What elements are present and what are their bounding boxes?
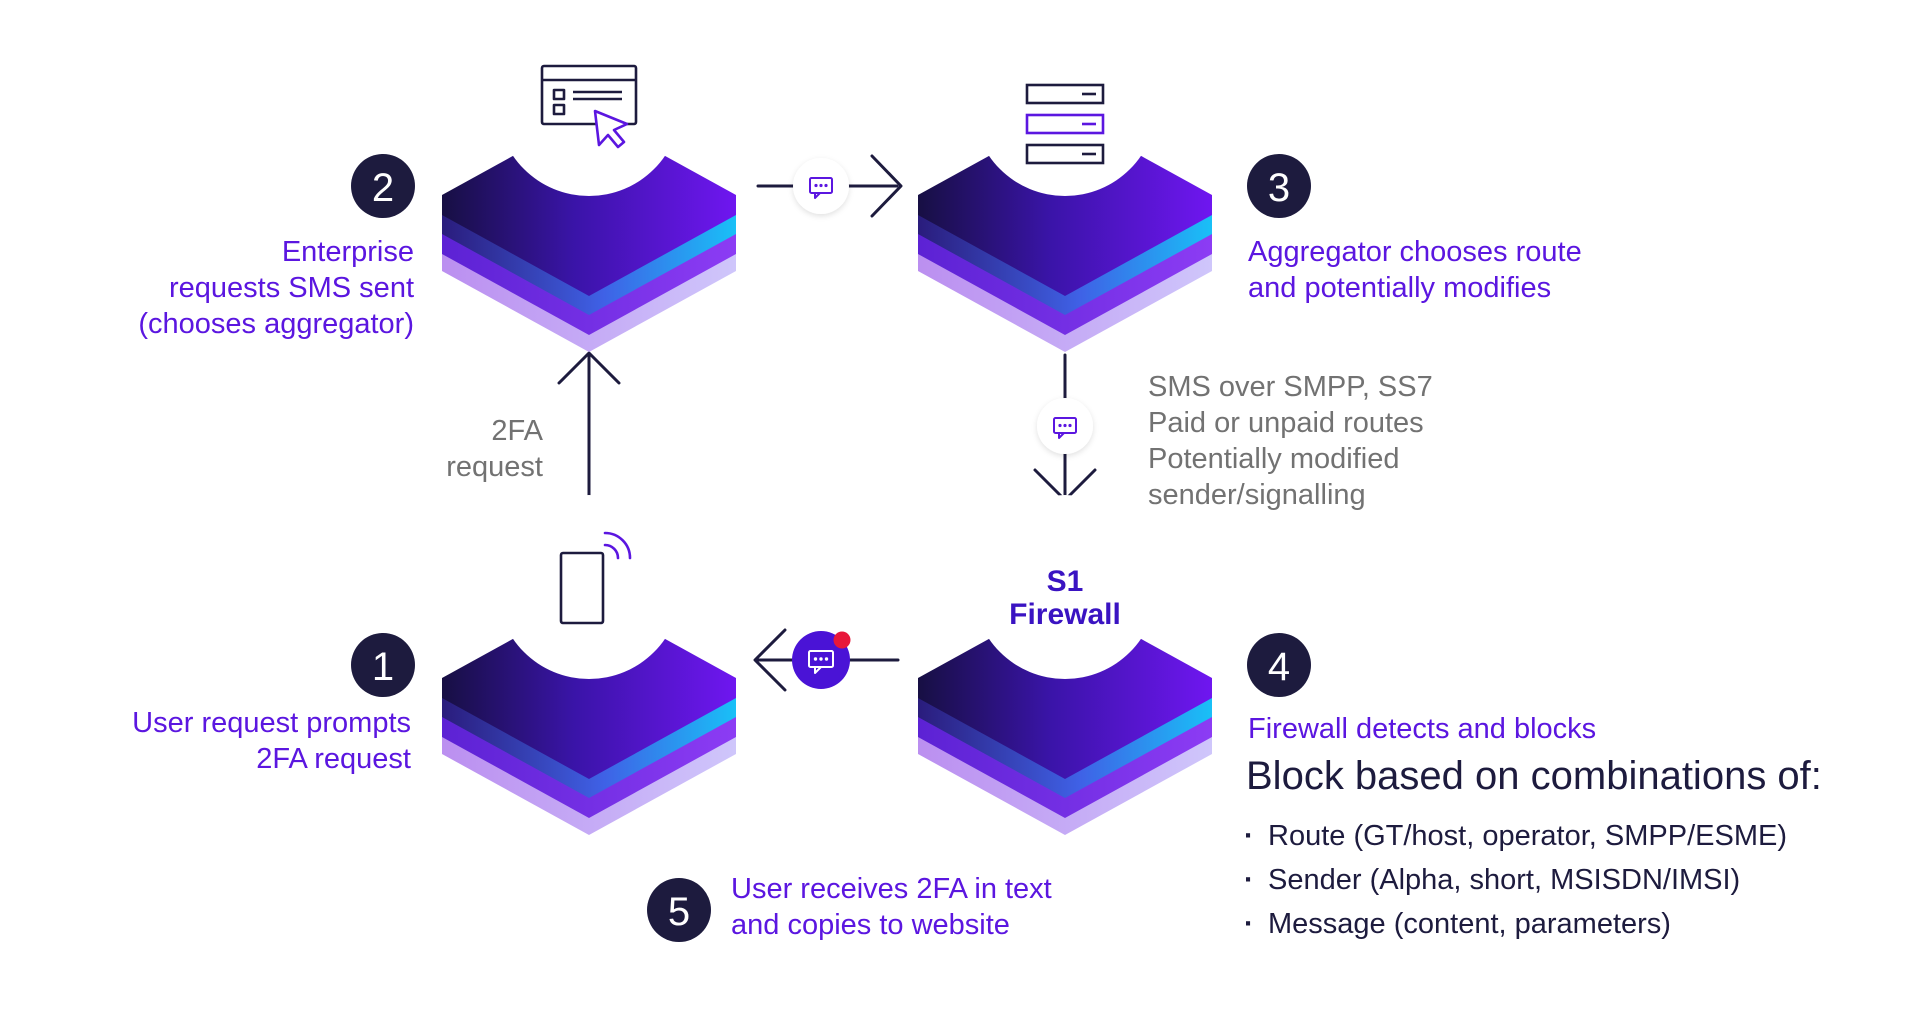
blocked-message-bubble-icon xyxy=(792,631,851,689)
step-number-3: 3 xyxy=(1247,154,1311,218)
svg-text:1: 1 xyxy=(372,645,394,689)
sms-route-annotation: SMS over SMPP, SS7 Paid or unpaid routes… xyxy=(1148,370,1433,514)
message-bubble-icon xyxy=(793,158,849,214)
caption-line: Enterprise xyxy=(281,236,414,268)
step-2-caption: Enterprise requests SMS sent (chooses ag… xyxy=(138,235,414,343)
server-stack-icon xyxy=(1025,83,1105,165)
caption-line: Aggregator chooses route xyxy=(1248,236,1582,268)
browser-window-cursor-icon xyxy=(540,64,638,149)
caption-line: Firewall detects and blocks xyxy=(1248,713,1597,745)
block-heading: Block based on combinations of: xyxy=(1246,754,1822,798)
annotation-line: Paid or unpaid routes xyxy=(1148,406,1424,439)
annotation-line: request xyxy=(446,450,543,483)
block-criteria-list: Route (GT/host, operator, SMPP/ESME) Sen… xyxy=(1244,814,1787,946)
caption-line: User receives 2FA in text xyxy=(731,873,1052,905)
step-1-caption: User request prompts 2FA request xyxy=(132,706,411,778)
request-annotation: 2FA request xyxy=(446,414,543,486)
svg-text:4: 4 xyxy=(1268,645,1290,689)
svg-text:5: 5 xyxy=(668,890,690,934)
mobile-phone-signal-icon xyxy=(559,531,632,625)
caption-line: User request prompts xyxy=(132,707,411,739)
arrow-1-to-2 xyxy=(557,351,621,499)
firewall-label-line1: S1 xyxy=(1047,565,1084,598)
annotation-line: Potentially modified xyxy=(1148,442,1400,475)
svg-text:3: 3 xyxy=(1268,166,1290,210)
annotation-line: sender/signalling xyxy=(1148,478,1366,511)
block-criteria-item: Sender (Alpha, short, MSISDN/IMSI) xyxy=(1244,858,1787,902)
annotation-line: SMS over SMPP, SS7 xyxy=(1148,371,1433,403)
node-enterprise xyxy=(442,12,736,352)
svg-text:2: 2 xyxy=(372,166,394,210)
step-4-caption: Firewall detects and blocks xyxy=(1248,712,1596,748)
block-criteria-item: Message (content, parameters) xyxy=(1244,902,1787,946)
caption-line: requests SMS sent xyxy=(169,271,414,304)
step-number-5: 5 xyxy=(647,878,711,942)
step-3-caption: Aggregator chooses route and potentially… xyxy=(1248,235,1582,307)
caption-line: and copies to website xyxy=(731,908,1010,941)
node-firewall: S1 Firewall xyxy=(918,495,1212,835)
node-user xyxy=(442,495,736,835)
caption-line: 2FA request xyxy=(256,742,411,775)
step-5-caption: User receives 2FA in text and copies to … xyxy=(731,872,1052,944)
block-criteria-item: Route (GT/host, operator, SMPP/ESME) xyxy=(1244,814,1787,858)
firewall-label-line2: Firewall xyxy=(1009,598,1121,631)
annotation-line: 2FA xyxy=(491,415,543,447)
caption-line: (chooses aggregator) xyxy=(138,307,414,340)
step-number-1: 1 xyxy=(351,633,415,697)
caption-line: and potentially modifies xyxy=(1248,271,1552,304)
notification-dot-icon xyxy=(833,631,851,649)
step-number-4: 4 xyxy=(1247,633,1311,697)
message-bubble-icon xyxy=(1037,398,1093,454)
node-aggregator xyxy=(918,12,1212,352)
step-number-2: 2 xyxy=(351,154,415,218)
